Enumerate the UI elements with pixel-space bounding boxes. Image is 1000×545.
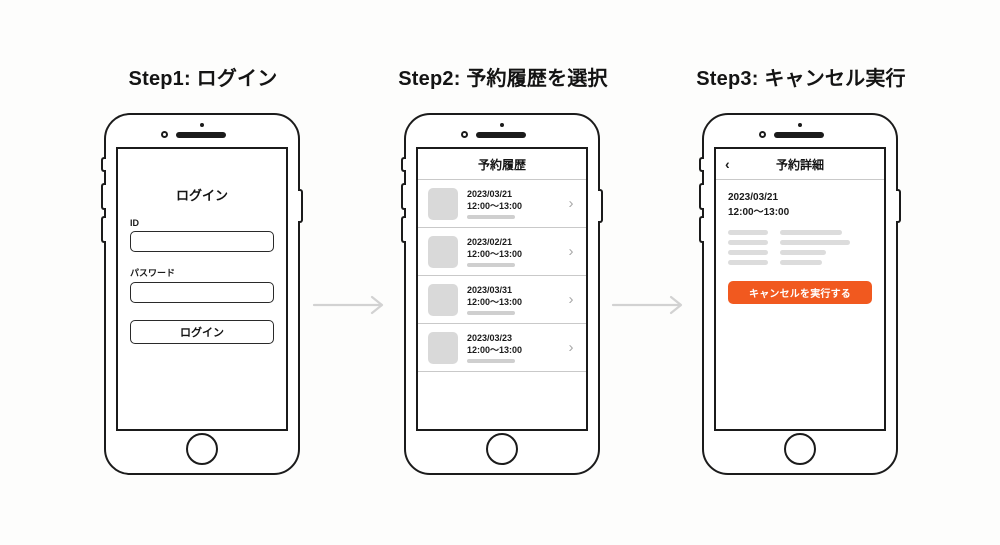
step-3-title: Step3: キャンセル実行	[696, 68, 906, 90]
screen-login: ログイン ID パスワード ログイン	[116, 147, 288, 431]
reservation-time: 12:00〜13:00	[467, 345, 523, 355]
silent-switch-icon	[401, 157, 406, 172]
placeholder-bar	[467, 359, 515, 364]
password-input[interactable]	[130, 282, 274, 303]
sensor-dot-icon	[500, 123, 504, 127]
placeholder-column-left	[728, 230, 768, 265]
thumbnail-image	[428, 283, 458, 316]
placeholder-bar	[467, 311, 515, 316]
volume-up-button-icon	[401, 183, 406, 210]
power-button-icon	[598, 189, 603, 223]
front-camera-icon	[759, 131, 766, 138]
arrow-step1-to-step2	[312, 294, 390, 316]
step-3-column: Step3: キャンセル実行 ‹ 予約詳細 2023/03/21 12:00〜1…	[693, 0, 908, 545]
placeholder-bar	[467, 263, 515, 268]
arrow-right-icon	[611, 295, 683, 315]
phone-mockup-2: 予約履歴 2023/03/21 12:00〜13:00 › 2023/02/21…	[401, 113, 603, 475]
sensor-dot-icon	[798, 123, 802, 127]
detail-body: 2023/03/21 12:00〜13:00	[716, 180, 884, 304]
screen-reservation-detail: ‹ 予約詳細 2023/03/21 12:00〜13:00	[714, 147, 886, 431]
thumbnail-image	[428, 331, 458, 364]
list-item[interactable]: 2023/03/21 12:00〜13:00 ›	[418, 180, 586, 228]
chevron-right-icon: ›	[568, 195, 574, 212]
placeholder-bar	[780, 240, 850, 245]
arrow-step2-to-step3	[611, 294, 689, 316]
silent-switch-icon	[101, 157, 106, 172]
phone-mockup-1: ログイン ID パスワード ログイン	[101, 113, 303, 475]
placeholder-grid	[728, 230, 872, 265]
step-1-column: Step1: ログイン ログイン ID パスワード ログイン	[95, 0, 310, 545]
login-submit-button[interactable]: ログイン	[130, 320, 274, 344]
list-header-title: 予約履歴	[418, 149, 586, 180]
placeholder-bar	[728, 240, 768, 245]
front-camera-icon	[461, 131, 468, 138]
phone-mockup-3: ‹ 予約詳細 2023/03/21 12:00〜13:00	[699, 113, 901, 475]
chevron-right-icon: ›	[568, 243, 574, 260]
home-button-icon[interactable]	[486, 433, 518, 465]
volume-up-button-icon	[101, 183, 106, 210]
step-2-title: Step2: 予約履歴を選択	[398, 68, 608, 90]
screen-reservation-history: 予約履歴 2023/03/21 12:00〜13:00 › 2023/02/21…	[416, 147, 588, 431]
chevron-right-icon: ›	[568, 291, 574, 308]
placeholder-bar	[728, 260, 768, 265]
reservation-date: 2023/03/21	[467, 188, 513, 199]
arrow-right-icon	[312, 295, 384, 315]
list-item-text: 2023/02/21 12:00〜13:00	[467, 236, 564, 268]
reservation-date: 2023/03/21	[728, 192, 779, 203]
login-heading: ログイン	[175, 188, 228, 203]
execute-cancel-button[interactable]: キャンセルを実行する	[728, 281, 872, 304]
reservation-date: 2023/02/21	[467, 236, 513, 247]
list-item[interactable]: 2023/03/23 12:00〜13:00 ›	[418, 324, 586, 372]
detail-header-title: 予約詳細	[775, 157, 824, 172]
list-item-text: 2023/03/23 12:00〜13:00	[467, 332, 564, 364]
list-item-text: 2023/03/31 12:00〜13:00	[467, 284, 564, 316]
back-chevron-icon[interactable]: ‹	[725, 156, 730, 172]
reservation-time: 12:00〜13:00	[467, 249, 523, 259]
volume-down-button-icon	[699, 216, 704, 243]
placeholder-bar	[780, 260, 822, 265]
step-2-column: Step2: 予約履歴を選択 予約履歴 2023/03/21 12:00〜13:…	[395, 0, 610, 545]
list-item[interactable]: 2023/03/31 12:00〜13:00 ›	[418, 276, 586, 324]
placeholder-bar	[467, 215, 515, 220]
home-button-icon[interactable]	[186, 433, 218, 465]
power-button-icon	[896, 189, 901, 223]
placeholder-bar	[780, 230, 842, 235]
list-item[interactable]: 2023/02/21 12:00〜13:00 ›	[418, 228, 586, 276]
reservation-time: 12:00〜13:00	[728, 206, 790, 218]
sensor-dot-icon	[200, 123, 204, 127]
detail-header: ‹ 予約詳細	[716, 149, 884, 180]
home-button-icon[interactable]	[784, 433, 816, 465]
volume-up-button-icon	[699, 183, 704, 210]
silent-switch-icon	[699, 157, 704, 172]
chevron-right-icon: ›	[568, 339, 574, 356]
placeholder-bar	[780, 250, 826, 255]
reservation-time: 12:00〜13:00	[467, 297, 523, 307]
list-item-text: 2023/03/21 12:00〜13:00	[467, 188, 564, 220]
step-1-title: Step1: ログイン	[128, 68, 278, 90]
volume-down-button-icon	[401, 216, 406, 243]
front-camera-icon	[161, 131, 168, 138]
placeholder-bar	[728, 230, 768, 235]
earpiece-speaker-icon	[176, 132, 226, 138]
power-button-icon	[298, 189, 303, 223]
placeholder-column-right	[780, 230, 850, 265]
volume-down-button-icon	[101, 216, 106, 243]
id-field-label: ID	[130, 218, 139, 228]
reservation-time: 12:00〜13:00	[467, 201, 523, 211]
earpiece-speaker-icon	[476, 132, 526, 138]
earpiece-speaker-icon	[774, 132, 824, 138]
reservation-date: 2023/03/23	[467, 332, 513, 343]
thumbnail-image	[428, 187, 458, 220]
password-field-label: パスワード	[130, 268, 176, 278]
thumbnail-image	[428, 235, 458, 268]
reservation-date: 2023/03/31	[467, 284, 513, 295]
placeholder-bar	[728, 250, 768, 255]
id-input[interactable]	[130, 231, 274, 252]
